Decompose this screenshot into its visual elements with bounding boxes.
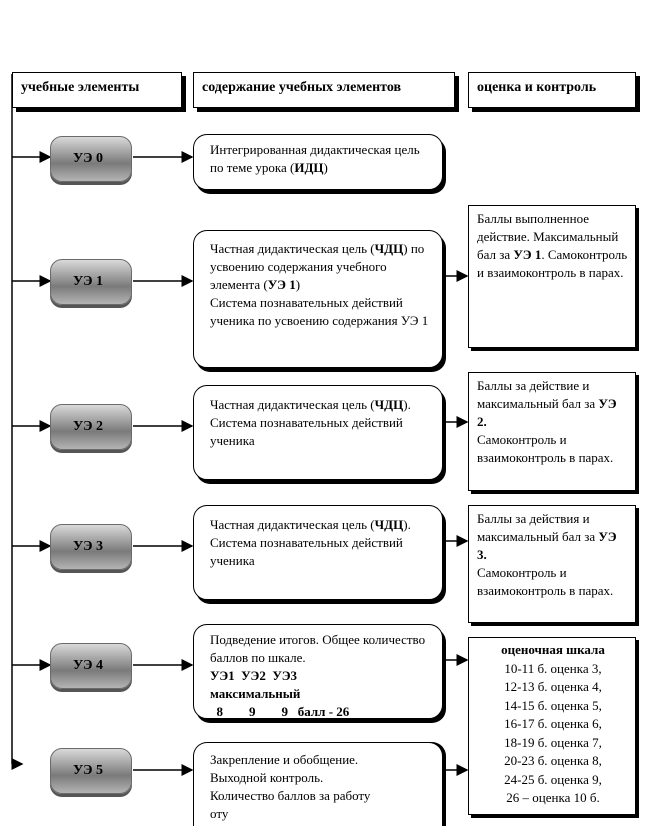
content-box-ue5: Закрепление и обобщение. Выходной контро… xyxy=(193,742,443,826)
scale-item: 18-19 б. оценка 7, xyxy=(504,734,602,750)
element-ue5: УЭ 5 xyxy=(50,748,132,794)
eval-box-scale: оценочная шкала 10-11 б. оценка 3, 12-13… xyxy=(468,637,636,815)
header-elements: учебные элементы xyxy=(12,72,182,108)
scale-item: 10-11 б. оценка 3, xyxy=(504,660,602,676)
content-box-ue3: Частная дидактическая цель (ЧДЦ). Систем… xyxy=(193,505,443,600)
content-box-ue2: Частная дидактическая цель (ЧДЦ). Систем… xyxy=(193,385,443,480)
scale-title: оценочная шкала xyxy=(501,642,605,657)
element-ue2: УЭ 2 xyxy=(50,404,132,450)
element-ue4: УЭ 4 xyxy=(50,643,132,689)
content-box-ue4: Подведение итогов. Общее количество балл… xyxy=(193,624,443,719)
scale-item: 14-15 б. оценка 5, xyxy=(504,697,602,713)
header-evaluation: оценка и контроль xyxy=(468,72,636,108)
content-box-ue1: Частная дидактическая цель (ЧДЦ) по усво… xyxy=(193,230,443,368)
eval-box-ue2: Баллы за действие и максимальный бал за … xyxy=(468,372,636,491)
scale-item: 20-23 б. оценка 8, xyxy=(504,753,602,768)
element-ue1: УЭ 1 xyxy=(50,259,132,305)
element-ue3: УЭ 3 xyxy=(50,524,132,570)
scale-item: 16-17 б. оценка 6, xyxy=(504,716,602,731)
eval-box-ue1: Баллы выполненное действие. Максимальный… xyxy=(468,205,636,348)
header-content: содержание учебных элементов xyxy=(193,72,455,108)
eval-box-ue3: Баллы за действия и максимальный бал за … xyxy=(468,505,636,623)
element-ue0: УЭ 0 xyxy=(50,136,132,182)
scale-item: 12-13 б. оценка 4, xyxy=(504,679,602,694)
scale-item: 26 – оценка 10 б. xyxy=(506,790,600,805)
scale-item: 24-25 б. оценка 9, xyxy=(504,771,602,787)
content-box-ue0: Интегрированная дидактическая цель по те… xyxy=(193,134,443,190)
